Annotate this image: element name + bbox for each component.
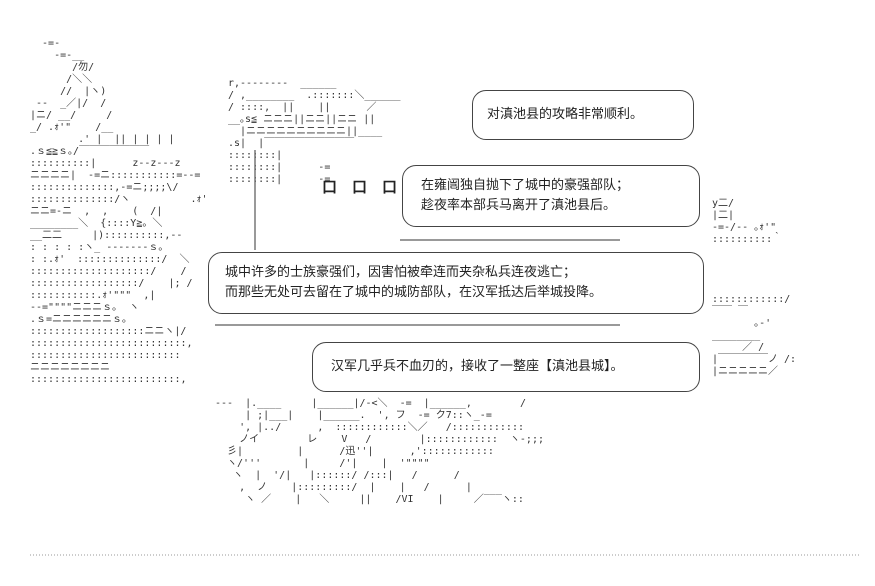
speech-bubble-3: 城中许多的士族豪强们，因害怕被牵连而夹杂私兵连夜逃亡； 而那些无处可去留在了城中… xyxy=(208,252,704,314)
bubble-text: 在雍闿独自抛下了城中的豪强部队； xyxy=(421,178,630,193)
panel-marks: 口 口 口 xyxy=(322,178,398,196)
art-bottom-soldiers: --- |.____ |______|/-<＼ -= |______, / | … xyxy=(215,398,544,505)
speech-bubble-4: 汉军几乎兵不血刃的，接收了一整座【滇池县城】。 xyxy=(312,342,700,392)
bubble-text: 趁夜率本部兵马离开了滇池县后。 xyxy=(421,198,617,213)
speech-bubble-1: 对滇池县的攻略非常顺利。 xyxy=(472,90,694,140)
speech-bubble-2: 在雍闿独自抛下了城中的豪强部队； 趁夜率本部兵马离开了滇池县后。 xyxy=(402,165,700,227)
bubble-text: 汉军几乎兵不血刃的，接收了一整座【滇池县城】。 xyxy=(331,359,624,374)
bubble-text: 而那些无处可去留在了城中的城防部队，在汉军抵达后举城投降。 xyxy=(225,285,603,300)
art-castle-gate: r,-------- ______ / ,________ .:::::::＼_… xyxy=(228,78,401,185)
bubble-text: 对滇池县的攻略非常顺利。 xyxy=(487,107,644,122)
art-right-figures: y二/ |二| -=-/-- ｡ｫ'" ::::::::::｀ ::::::::… xyxy=(712,198,797,377)
bubble-text: 城中许多的士族豪强们，因害怕被牵连而夹杂私兵连夜逃亡； xyxy=(225,265,577,280)
art-left-figures: -=- -=-__ /勿/ /＼＼ // |ヽ) -- _／|/ / |ニ/ _… xyxy=(30,38,208,385)
